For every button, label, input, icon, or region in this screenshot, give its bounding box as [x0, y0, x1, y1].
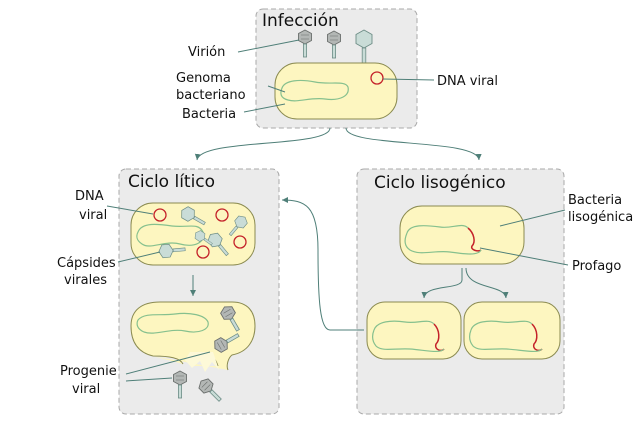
lysogenic-panel: Ciclo lisogénico Bacteria lisogénica Pro…: [356, 168, 633, 415]
lysogenic-bacteria-label-line1: Bacteria: [568, 193, 622, 208]
viral-dna-label: DNA viral: [437, 74, 498, 89]
lysogenic-title: Ciclo lisogénico: [374, 173, 506, 193]
lytic-panel: Ciclo lítico DNA viral Cápsides virales …: [57, 168, 280, 415]
viral-dna-icon: [196, 245, 210, 259]
arrow-to-lytic: [194, 127, 331, 161]
virion-label: Virión: [188, 45, 225, 60]
viral-dna-icon: [215, 208, 229, 222]
prophage-icon: [467, 227, 482, 252]
daughter-cell-right: [463, 301, 561, 360]
bacteria-label: Bacteria: [182, 107, 236, 122]
lytic-title: Ciclo lítico: [128, 172, 215, 192]
prophage-label: Profago: [572, 259, 621, 274]
lytic-dna-label-line2: viral: [79, 208, 107, 223]
progeny-label-line1: Progenie: [60, 364, 117, 379]
arrow-to-lysogenic: [345, 127, 482, 161]
arrow-induction-to-lytic: [281, 197, 364, 331]
viral-dna-icon: [233, 235, 247, 249]
daughter-cell-left: [366, 301, 462, 360]
arrow-to-daughter-right: [465, 267, 509, 299]
infection-title: Infección: [262, 11, 339, 31]
capsids-label-line2: virales: [64, 273, 107, 288]
lysogenic-bacteria-label-line2: lisogénica: [568, 210, 633, 225]
genome-label-line2: bacteriano: [176, 88, 246, 103]
lysogenic-bacteria-cell: [399, 205, 525, 265]
lytic-dna-label-line1: DNA: [75, 189, 104, 204]
bacterial-genome: [136, 312, 209, 334]
arrow-to-daughter-left: [421, 279, 463, 299]
infection-panel: Infección Virión Genoma bacteriano Bacte…: [176, 8, 498, 129]
bacterial-genome: [406, 224, 469, 234]
viral-dna-icon: [153, 208, 167, 222]
progeny-label-line2: viral: [72, 382, 100, 397]
bacterial-genome: [280, 79, 349, 102]
capsids-label-line1: Cápsides: [57, 256, 116, 271]
bacterial-genome: [136, 223, 205, 247]
genome-label-line1: Genoma: [176, 71, 231, 86]
viral-dna-icon: [370, 71, 384, 85]
bacteria-cell: [274, 62, 398, 120]
